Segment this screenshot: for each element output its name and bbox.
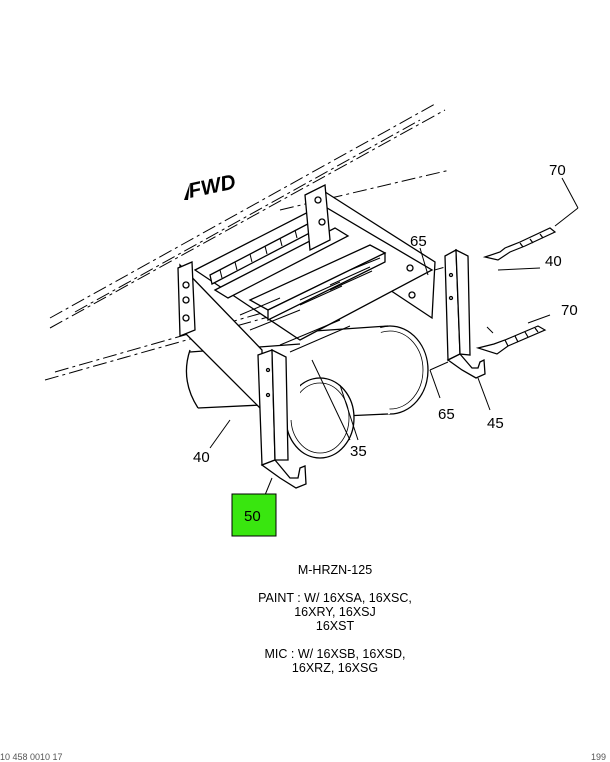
callout-35: 35 [350,443,367,460]
left-support-bracket [257,348,307,489]
callout-50-highlight[interactable]: 50 [231,493,277,537]
forward-arrow: FWD [184,170,238,203]
forward-label: FWD [186,170,238,202]
paint-note: PAINT : W/ 16XSA, 16XSC, 16XRY, 16XSJ 16… [230,591,440,633]
callout-65-bottom: 65 [438,406,455,423]
callout-40-left: 40 [193,449,210,466]
footer-right-text: 199 [590,752,606,762]
footer-left-text: 10 458 0010 17 [0,752,63,762]
drawing-notes: M-HRZN-125 [230,563,440,577]
battery-box-frame [177,183,436,412]
paint-note-text: PAINT : W/ 16XSA, 16XSC, 16XRY, 16XSJ 16… [258,591,412,633]
hold-down-straps [475,227,557,355]
callout-70-top: 70 [549,162,566,179]
highlight-box [231,493,277,537]
callout-45: 45 [487,415,504,432]
callout-65-top: 65 [410,233,427,250]
mic-note: MIC : W/ 16XSB, 16XSD, 16XRZ, 16XSG [230,647,440,675]
callout-50[interactable]: 50 [244,508,261,525]
mic-note-text: MIC : W/ 16XSB, 16XSD, 16XRZ, 16XSG [264,647,406,675]
callout-40-right: 40 [545,253,562,270]
leader-lines [209,177,579,496]
right-support-bracket [444,248,486,379]
drawing-id: M-HRZN-125 [297,563,373,577]
callout-70-right: 70 [561,302,578,319]
